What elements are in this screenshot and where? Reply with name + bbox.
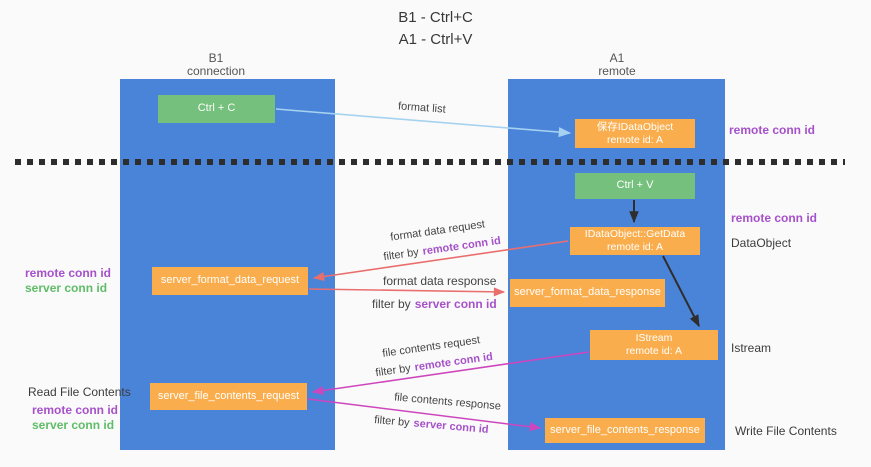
server-format-data-response-label: server_format_data_response: [514, 286, 661, 299]
filter-by-text: filter by: [382, 246, 420, 264]
title-line-1: B1 - Ctrl+C: [398, 9, 473, 26]
remote-conn-id-text: remote conn id: [413, 350, 494, 374]
server-file-contents-response-label: server_file_contents_response: [550, 423, 700, 436]
diagram-title: B1 - Ctrl+C A1 - Ctrl+V: [0, 7, 871, 51]
right-istream-label: Istream: [731, 341, 772, 355]
server-conn-id-text: server conn id: [413, 417, 489, 436]
lane-a1-name: A1: [609, 51, 625, 65]
idataobject-getdata-box: IDataObject::GetData remote id: A: [570, 227, 700, 255]
left-read-file-contents-label: Read File Contents: [28, 385, 131, 399]
remote-conn-id-text: remote conn id: [421, 234, 502, 258]
title-line-2: A1 - Ctrl+V: [398, 30, 473, 48]
save-idataobject-title: 保存IDataObject: [596, 120, 674, 133]
lane-header-b1: B1 connection: [141, 51, 291, 79]
server-format-data-response-box: server_format_data_response: [510, 279, 665, 307]
ctrl-c-box: Ctrl + C: [158, 95, 275, 123]
right-dataobject-label: DataObject: [731, 236, 792, 250]
ctrl-v-label: Ctrl + V: [616, 179, 654, 192]
filter-by-text: filter by: [374, 362, 412, 380]
server-file-contents-request-label: server_file_contents_request: [157, 389, 300, 402]
left-server-conn-id-mid: server conn id: [25, 281, 108, 295]
lane-b1-role: connection: [186, 64, 246, 79]
right-remote-conn-id-mid: remote conn id: [731, 211, 818, 225]
server-conn-id-text: server conn id: [414, 297, 497, 311]
left-server-conn-id-bottom: server conn id: [32, 418, 115, 432]
server-format-data-request-label: server_format_data_request: [160, 274, 300, 287]
format-list-label: format list: [397, 100, 447, 116]
save-idataobject-box: 保存IDataObject remote id: A: [575, 119, 695, 148]
getdata-subtitle: remote id: A: [606, 241, 664, 253]
file-contents-response-label: file contents response: [393, 391, 502, 413]
server-format-data-request-box: server_format_data_request: [152, 267, 308, 295]
istream-title: IStream: [635, 332, 673, 345]
getdata-title: IDataObject::GetData: [584, 228, 686, 241]
save-idataobject-subtitle: remote id: A: [606, 133, 664, 146]
left-remote-conn-id-mid: remote conn id: [25, 266, 112, 280]
left-remote-conn-id-bottom: remote conn id: [32, 403, 119, 417]
dashed-divider: [15, 159, 845, 165]
istream-subtitle: remote id: A: [625, 345, 683, 357]
server-file-contents-request-box: server_file_contents_request: [150, 383, 307, 410]
lane-a1-role: remote: [598, 64, 636, 79]
istream-box: IStream remote id: A: [590, 330, 718, 360]
right-remote-conn-id-top: remote conn id: [729, 123, 816, 137]
filter-by-text: filter by: [373, 414, 411, 430]
filter-by-text: filter by: [372, 297, 411, 311]
server-file-contents-response-box: server_file_contents_response: [545, 418, 705, 443]
lane-header-a1: A1 remote: [542, 51, 692, 79]
format-data-response-arrow: [308, 287, 506, 297]
right-write-file-contents-label: Write File Contents: [735, 424, 837, 438]
format-data-response-label: format data response: [383, 274, 497, 288]
ctrl-c-label: Ctrl + C: [197, 102, 236, 115]
lane-b1-name: B1: [208, 51, 224, 65]
ctrl-v-box: Ctrl + V: [575, 173, 695, 199]
